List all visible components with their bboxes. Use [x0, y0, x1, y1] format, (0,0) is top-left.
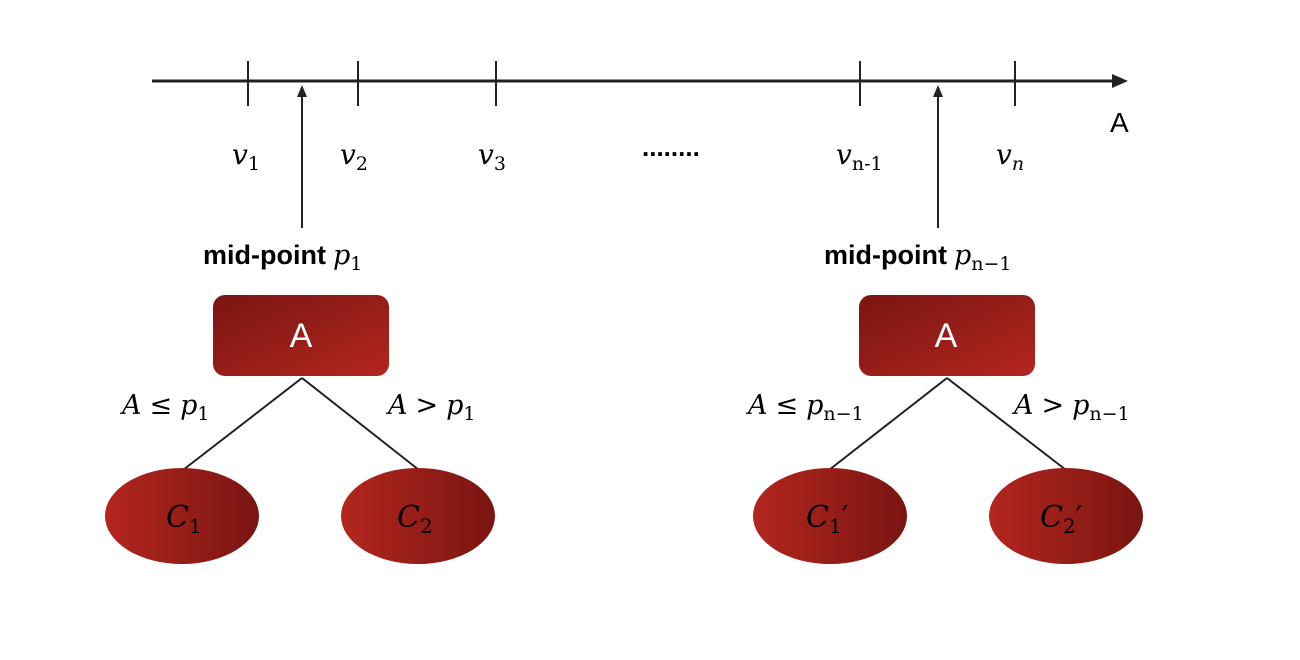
left-branch-left	[182, 377, 303, 471]
left-leaf-c1	[105, 468, 259, 564]
right-branch-right	[946, 377, 1067, 471]
tick-label-vn-1: vn-1	[836, 138, 883, 175]
tick-label-v2: v2	[340, 138, 368, 175]
left-leaf-c2-label: C2	[397, 500, 433, 538]
right-decision-node	[859, 295, 1035, 376]
left-condition-le: A≤p1	[119, 390, 210, 425]
number-line-arrowhead	[1112, 74, 1128, 88]
right-condition-le: A≤pn−1	[745, 390, 864, 425]
left-decision-node-label: A	[290, 317, 313, 355]
left-condition-gt: A>p1	[385, 390, 476, 425]
tick-label-v3: v3	[478, 138, 506, 175]
left-branch-right	[301, 377, 420, 471]
right-leaf-c2-prime-label: C2′	[1040, 500, 1083, 538]
midpoint-arrowhead-left	[297, 85, 307, 97]
right-decision-node-label: A	[935, 317, 958, 355]
right-leaf-c2-prime	[989, 468, 1143, 564]
axis-label: A	[1110, 107, 1129, 138]
right-leaf-c1-prime	[753, 468, 907, 564]
right-tree: A A≤pn−1 A>pn−1 C1′ C2′	[745, 295, 1143, 564]
right-branch-left	[828, 377, 948, 471]
tick-label-vn: vn	[996, 138, 1024, 175]
left-leaf-c2	[341, 468, 495, 564]
left-leaf-c1-label: C1	[166, 500, 202, 538]
right-leaf-c1-prime-label: C1′	[806, 500, 849, 538]
left-tree: A A≤p1 A>p1 C1 C2	[105, 295, 495, 564]
right-condition-gt: A>pn−1	[1011, 390, 1130, 425]
ellipsis: ........	[642, 132, 700, 162]
midpoint-arrowhead-right	[933, 85, 943, 97]
left-decision-node	[213, 295, 389, 376]
tick-label-v1: v1	[232, 138, 260, 175]
